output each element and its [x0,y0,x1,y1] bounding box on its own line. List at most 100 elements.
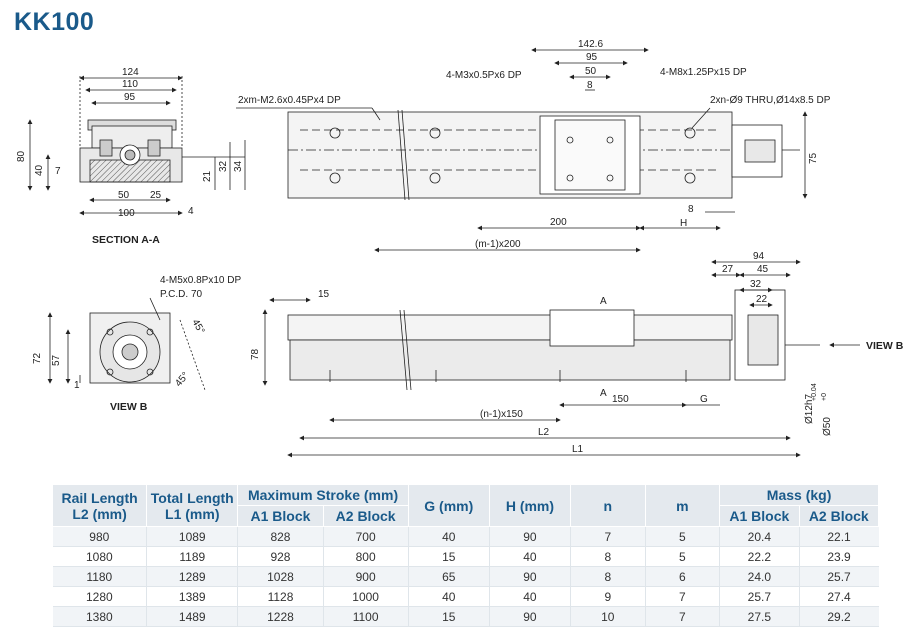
section-a-a [27,75,246,216]
svg-text:50: 50 [585,66,597,77]
svg-text:57: 57 [51,354,62,366]
svg-text:A: A [600,388,607,399]
col-max-stroke: Maximum Stroke (mm) [237,484,409,506]
table-cell: 24.0 [719,566,800,587]
table-cell: 15 [407,606,490,627]
col-stroke-a2: A2 Block [322,505,409,527]
svg-text:27: 27 [722,264,734,275]
table-cell: 1189 [146,546,238,567]
svg-text:8: 8 [587,80,593,91]
table-cell: 1389 [146,586,238,607]
svg-text:32: 32 [218,160,229,172]
svg-text:95: 95 [124,92,136,103]
table-cell: 40 [488,546,571,567]
svg-text:40: 40 [34,164,45,176]
svg-text:150: 150 [612,394,629,405]
table-cell: 1380 [52,606,147,627]
table-cell: 1080 [52,546,147,567]
col-mass-a1: A1 Block [719,505,800,527]
table-cell: 90 [488,606,571,627]
table-cell: 6 [644,566,720,587]
svg-text:4: 4 [188,206,194,217]
table-cell: 10 [570,606,646,627]
svg-text:H: H [680,218,687,229]
table-cell: 980 [52,526,147,547]
table-cell: 8 [570,546,646,567]
col-g: G (mm) [407,484,490,527]
svg-text:4-M8x1.25Px15 DP: 4-M8x1.25Px15 DP [660,67,747,78]
table-cell: 1489 [146,606,238,627]
svg-text:+0: +0 [821,393,828,401]
col-mass-a2: A2 Block [798,505,880,527]
svg-text:21: 21 [202,170,213,182]
table-cell: 1180 [52,566,147,587]
table-cell: 9 [570,586,646,607]
svg-text:L2: L2 [538,427,550,438]
table-cell: 1089 [146,526,238,547]
svg-text:4-M3x0.5Px6 DP: 4-M3x0.5Px6 DP [446,70,522,81]
table-cell: 5 [644,546,720,567]
table-cell: 800 [322,546,409,567]
technical-drawing: 124 110 95 80 40 7 50 25 100 21 32 34 4 … [16,39,904,458]
svg-text:100: 100 [118,208,135,219]
table-cell: 1128 [237,586,324,607]
col-m: m [644,484,721,527]
svg-text:95: 95 [586,52,598,63]
top-view-dims: 142.6 95 50 8 75 200 8 H (m-1)x200 [475,39,819,250]
svg-text:34: 34 [233,160,244,172]
svg-text:7: 7 [55,166,61,177]
table-cell: 22.2 [719,546,800,567]
svg-text:110: 110 [122,79,138,90]
table-cell: 22.1 [798,526,879,547]
view-b-arrow-label: VIEW B [866,340,904,352]
table-cell: 1000 [322,586,409,607]
svg-text:G: G [700,394,708,405]
table-cell: 1280 [52,586,147,607]
section-a-dims: 124 110 95 80 40 7 50 25 100 21 32 34 4 [16,67,244,219]
table-cell: 90 [488,526,571,547]
table-cell: 27.5 [719,606,800,627]
svg-text:78: 78 [250,348,261,360]
table-cell: 25.7 [719,586,800,607]
svg-text:25: 25 [150,190,162,201]
side-view-dims: 15 78 A A 150 G (n-1)x150 L2 L1 94 27 45… [250,251,833,455]
view-b-caption: VIEW B [110,401,148,413]
svg-text:45: 45 [757,264,769,275]
svg-text:124: 124 [122,67,139,78]
col-n: n [570,484,646,527]
section-a-caption: SECTION A-A [92,234,160,246]
table-cell: 828 [237,526,324,547]
svg-text:45°: 45° [189,318,206,337]
table-cell: 900 [322,566,409,587]
svg-text:72: 72 [32,352,43,364]
svg-text:50: 50 [118,190,130,201]
col-stroke-a1: A1 Block [237,505,324,527]
table-cell: 1228 [237,606,324,627]
table-cell: 40 [488,586,571,607]
table-cell: 27.4 [798,586,879,607]
svg-text:Ø12h7: Ø12h7 [804,394,815,424]
svg-text:1: 1 [74,380,80,391]
svg-text:15: 15 [318,289,330,300]
table-cell: 1028 [237,566,324,587]
table-cell: 40 [407,526,490,547]
table-cell: 7 [570,526,646,547]
view-b-drawing [47,297,206,391]
svg-text:45°: 45° [173,370,191,389]
table-cell: 23.9 [798,546,879,567]
table-cell: 8 [570,566,646,587]
side-view [262,259,860,458]
col-mass: Mass (kg) [719,484,879,506]
svg-text:2xn-Ø9 THRU,Ø14x8.5 DP: 2xn-Ø9 THRU,Ø14x8.5 DP [710,95,831,106]
table-cell: 40 [407,586,490,607]
svg-text:Ø50: Ø50 [822,417,833,436]
table-cell: 7 [644,606,720,627]
top-view [236,47,808,253]
svg-text:8: 8 [688,204,694,215]
